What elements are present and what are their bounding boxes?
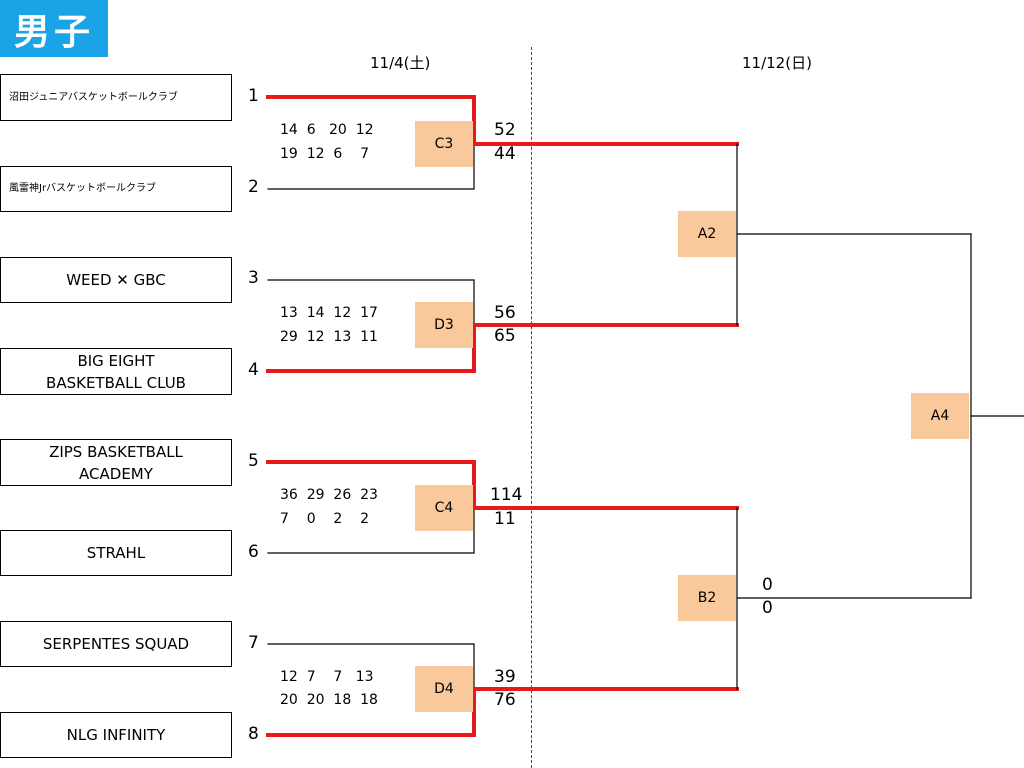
c4-total-bottom: 11 [494,509,516,529]
seed-1: 1 [248,86,259,106]
c3-quarters-top: 14 6 20 12 [280,122,374,138]
d4-quarters-top: 12 7 7 13 [280,669,374,685]
c4-quarters-bottom: 7 0 2 2 [280,511,370,527]
game-box-a2: A2 [678,211,736,257]
seed-3: 3 [248,268,259,288]
d4-total-bottom: 76 [494,690,516,710]
b2-total-bottom: 0 [762,598,773,618]
game-box-c4: C4 [415,485,473,531]
line-team1 [266,95,476,146]
round1-date: 11/4(土) [370,54,431,72]
line-team6 [267,507,475,554]
team-box-3: WEED ✕ GBC [0,257,232,303]
c4-quarters-top: 36 29 26 23 [280,487,378,503]
game-box-d3: D3 [415,302,473,348]
line-team3 [267,279,475,326]
seed-5: 5 [248,451,259,471]
game-box-a4: A4 [911,393,969,439]
d3-total-bottom: 65 [494,326,516,346]
d4-total-top: 39 [494,667,516,687]
round2-date: 11/12(日) [742,54,812,72]
d3-quarters-top: 13 14 12 17 [280,305,378,321]
team-box-2: 風雷神Jrバスケットボールクラブ [0,166,232,212]
game-box-d4: D4 [415,666,473,712]
line-team4 [266,323,476,373]
team-box-4: BIG EIGHT BASKETBALL CLUB [0,348,232,395]
team-box-7: SERPENTES SQUAD [0,621,232,667]
c3-total-bottom: 44 [494,144,516,164]
d3-quarters-bottom: 29 12 13 11 [280,329,378,345]
page-title: 男子 [0,0,108,57]
line-team7 [267,643,475,690]
c3-total-top: 52 [494,120,516,140]
line-team8 [266,687,476,737]
b2-total-top: 0 [762,575,773,595]
game-box-b2: B2 [678,575,736,621]
c3-quarters-bottom: 19 12 6 7 [280,146,370,162]
line-team2 [267,143,475,190]
line-team5 [266,460,476,510]
team-box-8: NLG INFINITY [0,712,232,758]
seed-8: 8 [248,724,259,744]
d3-total-top: 56 [494,303,516,323]
c4-total-top: 114 [490,485,523,505]
seed-6: 6 [248,542,259,562]
game-box-c3: C3 [415,121,473,167]
seed-7: 7 [248,633,259,653]
team-box-1: 沼田ジュニアバスケットボールクラブ [0,74,232,121]
round-divider [531,47,532,768]
team-box-6: STRAHL [0,530,232,576]
team-box-5: ZIPS BASKETBALL ACADEMY [0,439,232,486]
d4-quarters-bottom: 20 20 18 18 [280,692,378,708]
seed-2: 2 [248,177,259,197]
seed-4: 4 [248,360,259,380]
